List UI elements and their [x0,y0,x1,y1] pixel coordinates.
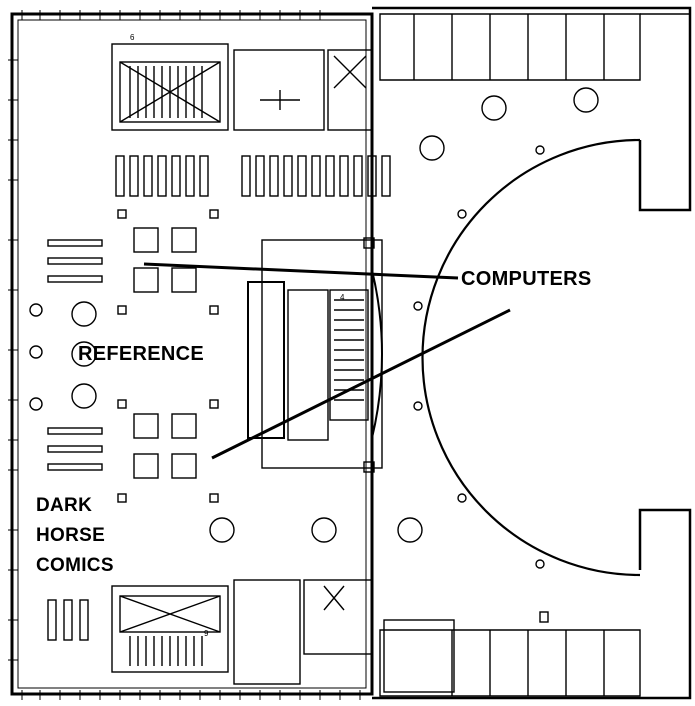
right-wing-walls [372,6,692,700]
service-rooms-bottom [233,579,455,693]
tables [29,87,599,543]
columns [117,145,549,623]
label-dark-horse-comics: DARK HORSE COMICS [36,491,114,581]
label-dark: DARK [36,495,93,516]
label-computers: COMPUTERS [461,268,592,290]
label-horse: HORSE [36,525,106,546]
label-comics: COMICS [36,555,114,576]
stair-room-bottom [111,585,229,673]
computer-desks [133,227,197,479]
wall-ticks-top [8,10,361,700]
central-core [247,239,383,469]
bookshelves-top [115,155,391,197]
room-number-top: 6 [130,33,135,42]
stair-room-top [111,43,229,131]
label-reference: REFERENCE [78,343,205,365]
exterior-wall-left [10,12,374,696]
room-number-bottom: 9 [204,629,209,638]
bookshelves-left [47,239,103,641]
service-rooms-top [233,49,373,131]
curved-reading-area [421,138,641,577]
room-number-center: 4 [340,293,345,302]
leader-lines [143,262,511,460]
